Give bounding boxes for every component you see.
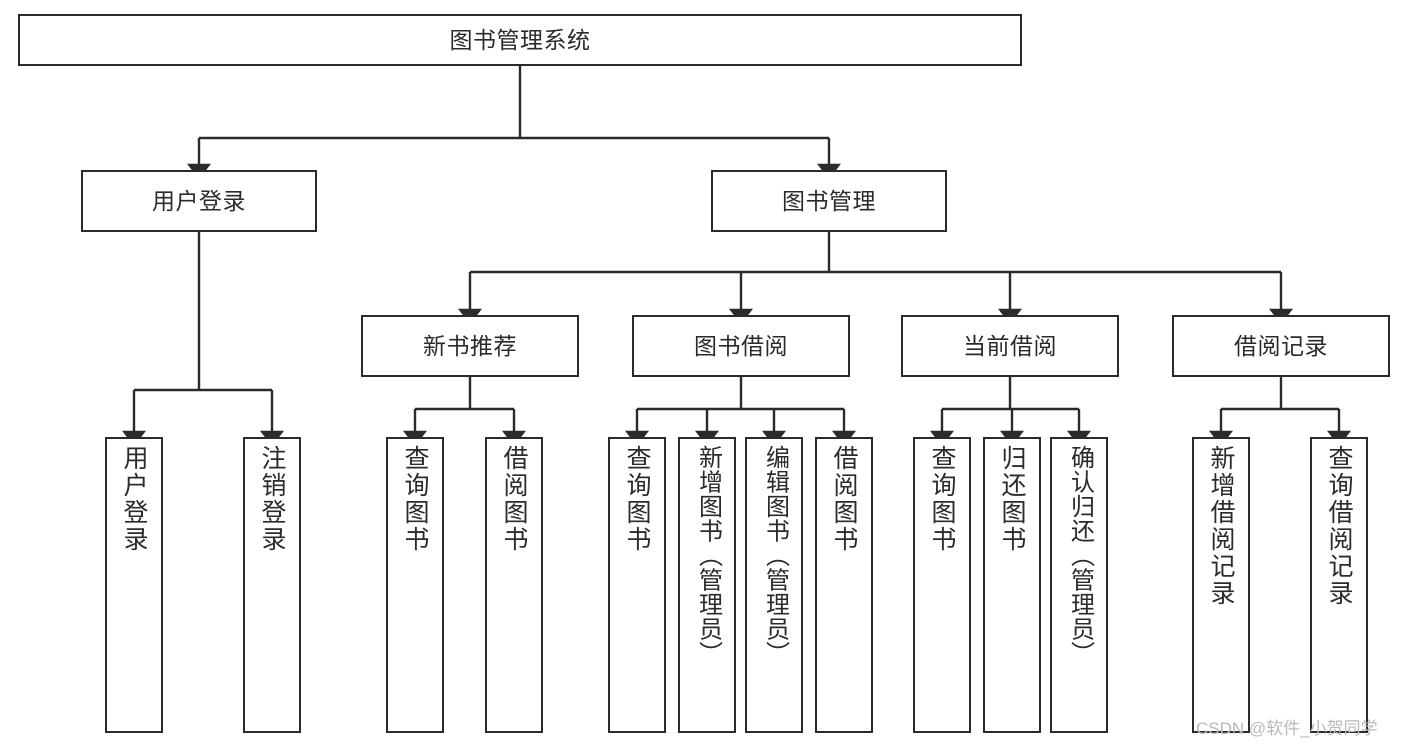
- node-label: 用户登录: [152, 187, 246, 214]
- node-leaf-login-1[interactable]: 用户登录: [105, 437, 163, 733]
- csdn-watermark: CSDN @软件_小贺同学: [1196, 719, 1378, 738]
- node-label: 图书借阅: [694, 332, 788, 359]
- node-label: 查询图书: [623, 445, 651, 553]
- node-label: 查询图书: [928, 445, 956, 553]
- node-label: 新增图书（管理员）: [694, 445, 722, 666]
- node-label: 新书推荐: [423, 332, 517, 359]
- node-label: 归还图书: [998, 445, 1026, 553]
- node-leaf-borrow-4[interactable]: 借阅图书: [815, 437, 873, 733]
- node-records[interactable]: 借阅记录: [1172, 315, 1390, 377]
- node-label: 查询借阅记录: [1325, 445, 1353, 607]
- node-current[interactable]: 当前借阅: [901, 315, 1119, 377]
- node-borrow[interactable]: 图书借阅: [632, 315, 850, 377]
- node-root[interactable]: 图书管理系统: [18, 14, 1022, 66]
- node-newbook[interactable]: 新书推荐: [361, 315, 579, 377]
- node-leaf-rec-1[interactable]: 新增借阅记录: [1192, 437, 1250, 733]
- node-leaf-new-2[interactable]: 借阅图书: [485, 437, 543, 733]
- node-bookmgmt[interactable]: 图书管理: [711, 170, 947, 232]
- node-label: 借阅图书: [830, 445, 858, 553]
- node-label: 当前借阅: [963, 332, 1057, 359]
- node-login[interactable]: 用户登录: [81, 170, 317, 232]
- node-label: 确认归还（管理员）: [1066, 445, 1094, 666]
- node-leaf-borrow-1[interactable]: 查询图书: [608, 437, 666, 733]
- node-label: 借阅记录: [1234, 332, 1328, 359]
- node-leaf-login-2[interactable]: 注销登录: [243, 437, 301, 733]
- node-leaf-cur-1[interactable]: 查询图书: [913, 437, 971, 733]
- node-leaf-cur-3[interactable]: 确认归还（管理员）: [1050, 437, 1108, 733]
- node-label: 编辑图书（管理员）: [761, 445, 789, 666]
- node-label: 注销登录: [258, 445, 286, 553]
- node-label: 图书管理: [782, 187, 876, 214]
- node-label: 借阅图书: [500, 445, 528, 553]
- node-leaf-borrow-2[interactable]: 新增图书（管理员）: [678, 437, 736, 733]
- node-leaf-borrow-3[interactable]: 编辑图书（管理员）: [745, 437, 803, 733]
- node-leaf-new-1[interactable]: 查询图书: [386, 437, 444, 733]
- node-label: 图书管理系统: [449, 26, 591, 53]
- node-leaf-rec-2[interactable]: 查询借阅记录: [1310, 437, 1368, 733]
- node-label: 用户登录: [120, 445, 148, 553]
- node-label: 新增借阅记录: [1207, 445, 1235, 607]
- node-label: 查询图书: [401, 445, 429, 553]
- node-leaf-cur-2[interactable]: 归还图书: [983, 437, 1041, 733]
